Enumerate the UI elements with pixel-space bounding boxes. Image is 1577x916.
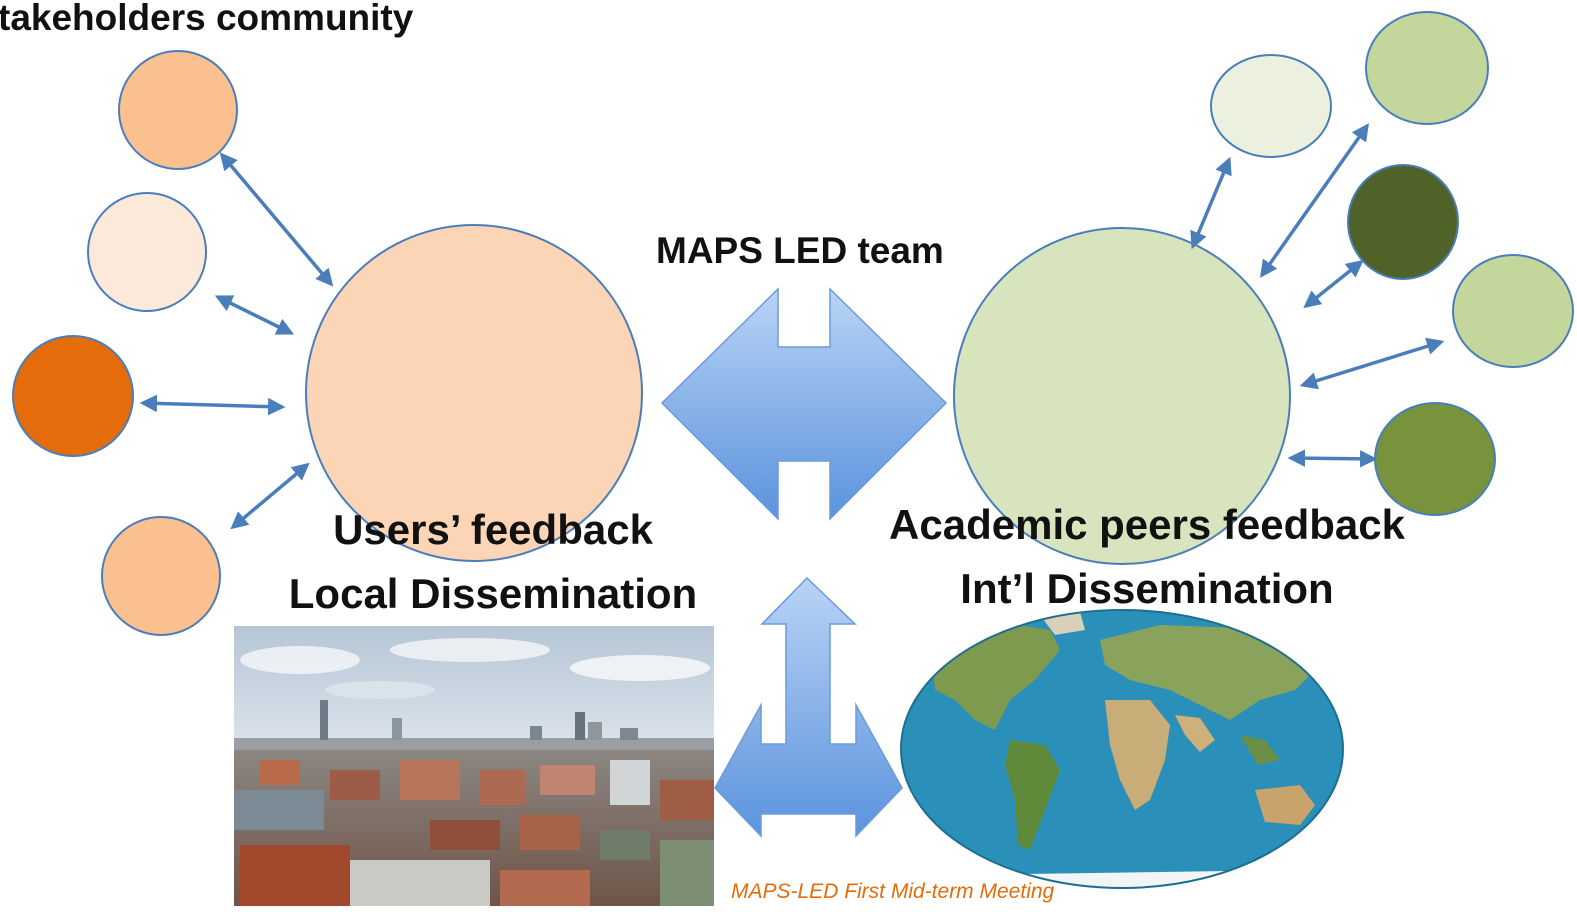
meeting-footer-label: MAPS-LED First Mid-term Meeting <box>731 880 1055 903</box>
local-hub-circle <box>305 224 643 562</box>
stakeholder-node-4 <box>101 516 221 636</box>
team-label: MAPS LED team <box>656 230 944 271</box>
link-arrow-1 <box>219 152 334 287</box>
users-feedback-label: Users’ feedback <box>333 506 653 553</box>
peer-node-1 <box>1210 54 1332 158</box>
intl-dissemination-label: Int’l Dissemination <box>960 565 1334 612</box>
international-hub-circle <box>953 227 1291 565</box>
peer-node-4 <box>1452 254 1574 368</box>
peer-link-arrow-4 <box>1299 337 1445 390</box>
link-arrow-3 <box>139 394 286 416</box>
link-arrow-2 <box>214 295 295 335</box>
peer-link-arrow-5 <box>1287 449 1378 468</box>
peer-node-3 <box>1347 164 1459 280</box>
academic-feedback-label: Academic peers feedback <box>889 501 1405 548</box>
peer-link-arrow-2 <box>1259 123 1370 278</box>
stakeholder-node-1 <box>118 50 238 170</box>
world-map-icon <box>900 609 1344 889</box>
peer-link-arrow-1 <box>1190 156 1232 250</box>
stakeholder-node-3 <box>12 335 134 457</box>
local-dissemination-label: Local Dissemination <box>288 570 698 617</box>
peer-link-arrow-3 <box>1303 259 1364 309</box>
link-arrow-4 <box>230 462 310 530</box>
peer-node-2 <box>1365 11 1489 125</box>
stakeholder-node-2 <box>87 192 207 312</box>
peer-node-5 <box>1374 402 1496 516</box>
exchange-double-arrow <box>660 287 948 521</box>
stakeholders-title: takeholders community <box>0 0 414 38</box>
dissemination-t-arrow <box>714 576 903 838</box>
aerial-city-photo <box>234 626 714 906</box>
